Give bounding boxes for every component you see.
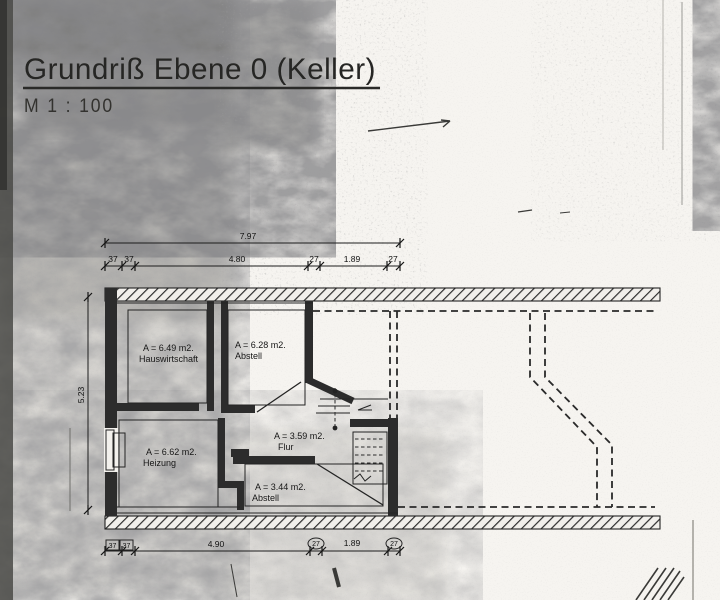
scale-label: M 1 : 100 [24,96,114,117]
left-exterior-wall [105,288,117,516]
room-hauswirtschaft-name: Hauswirtschaft [139,354,199,364]
stair-flight-outline [352,431,388,485]
dim-bottom-37b: 37 [123,543,131,550]
stair-direction-arrow [357,404,372,411]
top-exterior-wall [104,287,661,302]
outer-walls [104,287,661,530]
room-abstell-top-area: A = 6.28 m2. [235,340,286,350]
stray-marks [230,119,685,600]
door-abstell-bottom [316,463,384,506]
stair-break-mark [353,473,372,482]
dim-top-189: 1.89 [344,254,361,264]
room-abstell-bottom-area: A = 3.44 m2. [255,482,306,492]
room-hauswirtschaft-area: A = 6.49 m2. [143,343,194,353]
dimension-left: 5.23 [69,291,93,516]
dim-top-37b: 37 [124,254,134,264]
room-heizung-name: Heizung [143,458,176,468]
diagonal-stair-wall [304,375,355,405]
dim-top-27a: 27 [309,254,319,264]
dim-top-37a: 37 [108,254,118,264]
dim-bottom-189: 1.89 [344,538,361,548]
stair-landing-wall [350,419,398,427]
projection-dashed-lines [313,310,655,508]
dim-top-480: 4.80 [229,254,246,264]
room-labels: A = 6.49 m2. Hauswirtschaft A = 6.28 m2.… [139,340,325,503]
dim-bottom-37a: 37 [109,543,117,550]
corner-hatch-marks [635,567,685,600]
room-flur-area: A = 3.59 m2. [274,431,325,441]
floorplan: A = 6.49 m2. Hauswirtschaft A = 6.28 m2.… [69,119,685,600]
stair-enclosure-wall [388,418,398,516]
left-wall-window-icon [105,429,115,471]
dim-left-height: 5.23 [76,386,86,403]
dim-bottom-490: 4.90 [208,539,225,549]
dimension-top: 7.97 37 37 4.80 27 1.89 27 [100,231,405,272]
doors [256,381,384,506]
interior-walls [117,301,398,516]
bottom-exterior-wall [104,515,661,530]
dim-bottom-27b: 27 [390,541,398,548]
room-abstell-bottom-name: Abstell [252,493,279,503]
room-abstell-top-name: Abstell [235,351,262,361]
room-flur-name: Flur [278,442,294,452]
title-block: Grundriß Ebene 0 (Keller) M 1 : 100 [23,53,380,117]
room-heizung-area: A = 6.62 m2. [146,447,197,457]
dim-top-total: 7.97 [240,231,257,241]
dimension-bottom: 37 37 4.90 27 1.89 27 [100,537,405,557]
staircase [316,388,388,485]
pen-arrow-mark [367,119,451,132]
dim-top-27b: 27 [388,254,398,264]
door-abstell-top [256,381,302,413]
page-title: Grundriß Ebene 0 (Keller) [24,53,376,86]
dim-bottom-27a: 27 [312,541,320,548]
ink-blob-mark [332,567,341,588]
